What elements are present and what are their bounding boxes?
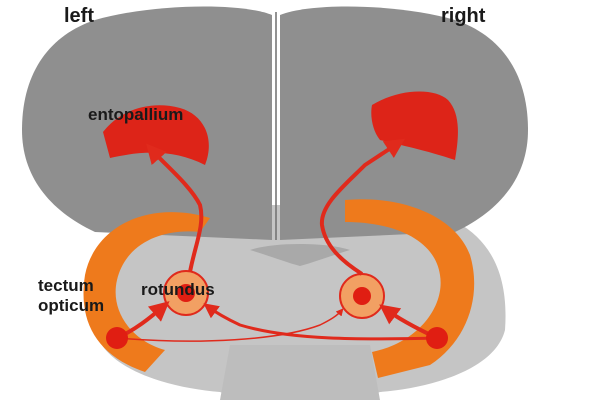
pathway-left-rotundus-to-entopallium (146, 143, 204, 273)
pathway-right-rotundus-to-entopallium (319, 138, 406, 276)
brainstem-ventral (220, 345, 380, 400)
tectum-node-left (106, 327, 128, 349)
midline-notch (250, 244, 350, 266)
label-tectum-line2: opticum (38, 296, 105, 316)
label-right: right (441, 5, 486, 27)
rotundus-right-core (353, 287, 371, 305)
label-tectum-opticum: tectum opticum (38, 276, 104, 317)
rotundus-left-core (177, 284, 195, 302)
pathway-left-tectum-to-right-rotundus (116, 308, 344, 342)
tectum-node-right (426, 327, 448, 349)
label-rotundus: rotundus (141, 280, 215, 299)
pathway-right-tectum-to-left-rotundus (203, 303, 438, 341)
entopallium-left (103, 105, 209, 165)
label-entopallium: entopallium (88, 105, 184, 124)
label-tectum-line1: tectum (38, 276, 94, 295)
label-left: left (64, 5, 94, 27)
